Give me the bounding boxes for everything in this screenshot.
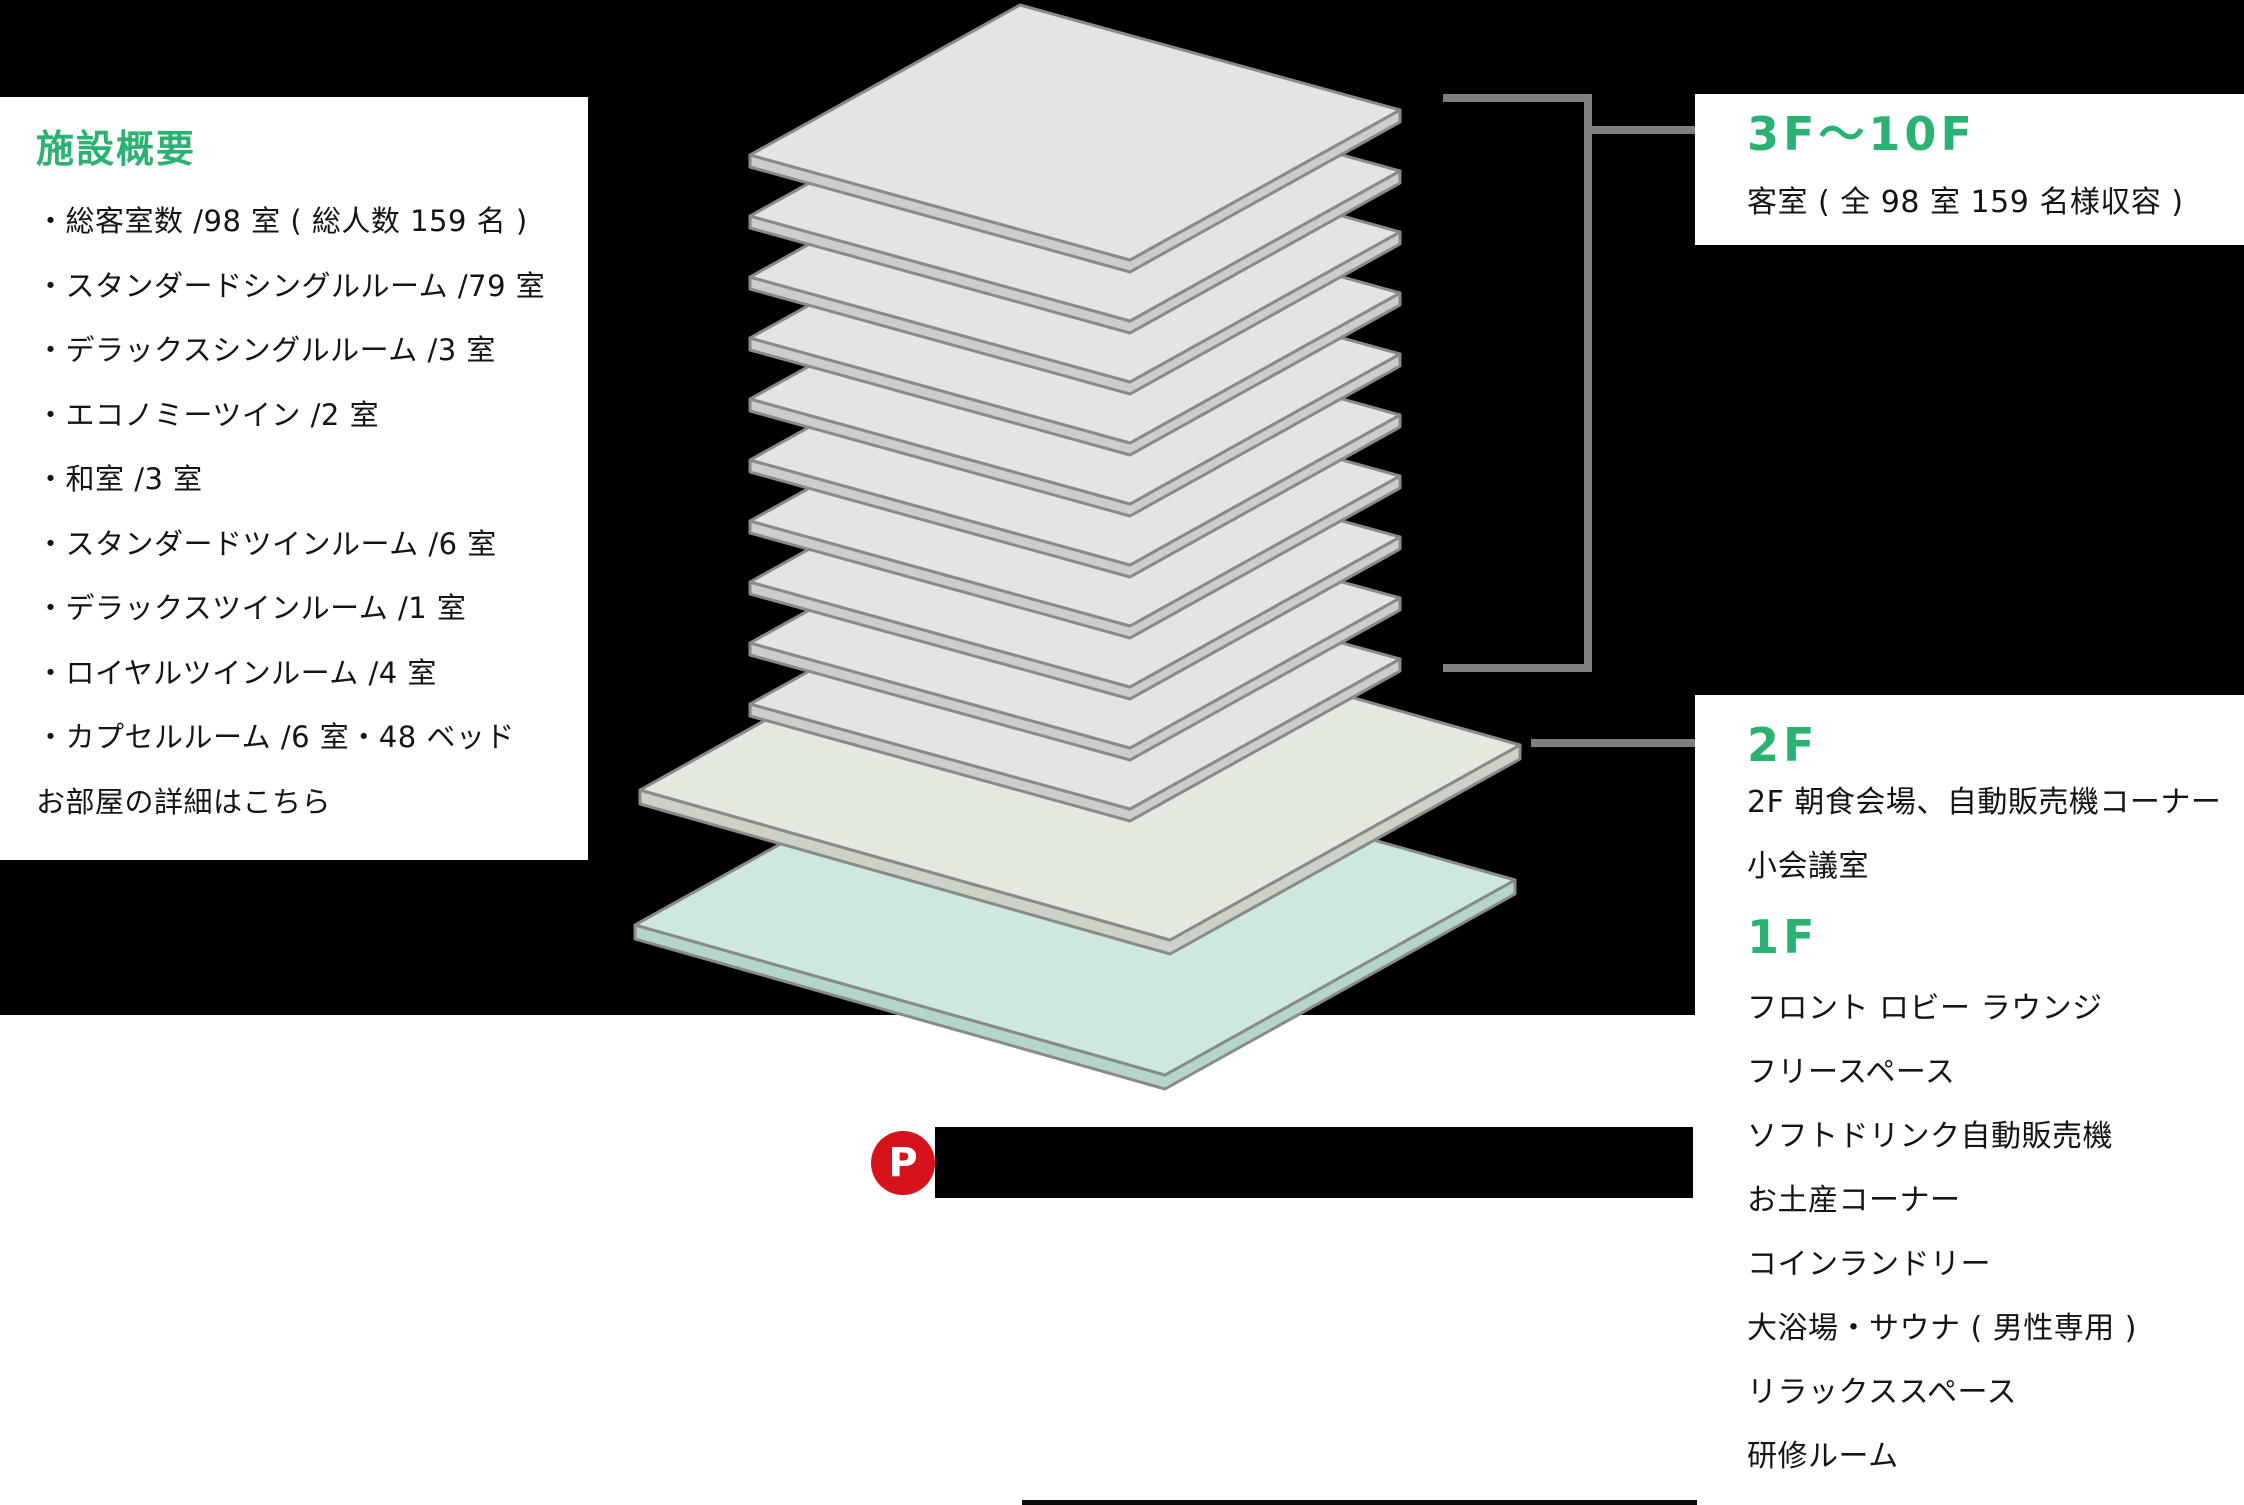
first-floor-line-training-room: 研修ルーム [1747, 1439, 1899, 1474]
floor-slab-gray [748, 552, 1402, 823]
floor-slab-gray [748, 430, 1402, 701]
second-floor-line-breakfast: 2F 朝食会場、自動販売機コーナー [1747, 785, 2222, 820]
first-floor-line-laundry: コインランドリー [1747, 1247, 1991, 1282]
floor-slab-gray [748, 125, 1402, 396]
floor-slab-gray [748, 491, 1402, 762]
facility-item-total-rooms: ・総客室数 /98 室 ( 総人数 159 名 ) [36, 204, 528, 238]
upper-floors-label: 3F〜10F [1747, 107, 1976, 161]
first-floor-line-front-lobby: フロント ロビー ラウンジ [1747, 991, 2103, 1026]
upper-floors-description: 客室 ( 全 98 室 159 名様収容 ) [1747, 185, 2184, 220]
facility-item-japanese-room: ・和室 /3 室 [36, 462, 203, 496]
first-floor-label: 1F [1747, 910, 1819, 964]
second-floor-connector-line [1531, 739, 1695, 747]
parking-info-bar [935, 1127, 1693, 1198]
first-floor-lines: フロント ロビー ラウンジ フリースペース ソフトドリンク自動販売機 お土産コー… [1747, 977, 2244, 1489]
bracket-top-line [1443, 94, 1592, 102]
floor-slab-gray [748, 186, 1402, 457]
facility-item-deluxe-single: ・デラックスシングルルーム /3 室 [36, 333, 496, 367]
facility-item-standard-single: ・スタンダードシングルルーム /79 室 [36, 268, 546, 303]
facility-overview-panel: 施設概要 ・総客室数 /98 室 ( 総人数 159 名 ) ・スタンダードシン… [0, 97, 588, 860]
floor-slab-gray [748, 3, 1402, 274]
facility-item-standard-twin: ・スタンダードツインルーム /6 室 [36, 526, 497, 561]
first-floor-line-relax-space: リラックススペース [1747, 1375, 2017, 1410]
second-floor-label: 2F [1747, 718, 1819, 772]
upper-floors-panel: 3F〜10F 客室 ( 全 98 室 159 名様収容 ) [1695, 94, 2244, 245]
facility-item-economy-twin: ・エコノミーツイン /2 室 [36, 397, 380, 432]
first-floor-line-free-space: フリースペース [1747, 1055, 1956, 1090]
lower-floors-panel: 2F 2F 朝食会場、自動販売機コーナー 小会議室 1F フロント ロビー ラウ… [1695, 695, 2244, 1505]
facility-overview-title: 施設概要 [36, 127, 197, 171]
bracket-vertical-line [1584, 94, 1592, 672]
second-floor-line-meeting: 小会議室 [1747, 849, 1869, 884]
first-floor-line-souvenir: お土産コーナー [1747, 1183, 1961, 1218]
first-floor-line-bath-sauna: 大浴場・サウナ ( 男性専用 ) [1747, 1311, 2138, 1346]
facility-item-royal-twin: ・ロイヤルツインルーム /4 室 [36, 655, 437, 690]
floor-slab-gray [748, 369, 1402, 640]
second-floor-lines: 2F 朝食会場、自動販売機コーナー 小会議室 [1747, 771, 2244, 899]
bottom-divider-line [1022, 1500, 1697, 1505]
floor-slab-gray [748, 308, 1402, 579]
parking-icon: P [871, 1131, 935, 1195]
bracket-bottom-line [1443, 664, 1592, 672]
floor-slab-gray [748, 64, 1402, 335]
floor-slab-2f [638, 593, 1522, 956]
floor-slab-gray [748, 247, 1402, 518]
bracket-to-panel-line [1592, 126, 1695, 134]
facility-item-capsule-room: ・カプセルルーム /6 室・48 ベッド [36, 720, 515, 754]
room-details-link[interactable]: お部屋の詳細はこちら [36, 784, 332, 819]
facility-item-deluxe-twin: ・デラックスツインルーム /1 室 [36, 591, 467, 625]
first-floor-line-vending: ソフトドリンク自動販売機 [1747, 1119, 2113, 1154]
